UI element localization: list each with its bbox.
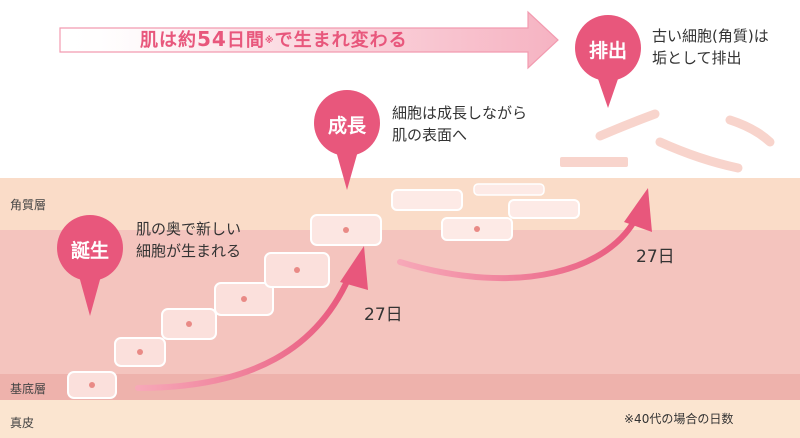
birth-desc-line2: 細胞が生まれる — [136, 242, 242, 260]
duration-second: 27日 — [636, 247, 675, 267]
headline-text-before: 肌は約 — [140, 30, 197, 51]
bubble-birth — [57, 215, 123, 316]
growth-label: 成長 — [327, 115, 366, 137]
growth-curve-2 — [397, 211, 641, 282]
growth-description: 細胞は成長しながら 肌の表面へ — [392, 102, 527, 146]
duration-first: 27日 — [364, 305, 403, 325]
birth-desc-line1: 肌の奥で新しい — [136, 220, 242, 238]
headline-text-after: で生まれ変わる — [274, 30, 408, 51]
layer-label-dermis: 真皮 — [10, 416, 35, 430]
footnote: ※40代の場合の日数 — [624, 412, 734, 426]
growth-desc-line1: 細胞は成長しながら — [392, 104, 528, 122]
cells — [67, 183, 580, 399]
cell-9 — [508, 199, 580, 219]
shedding-label: 排出 — [588, 40, 627, 62]
growth-desc-line2: 肌の表面へ — [392, 126, 468, 144]
shed-flakes — [560, 109, 775, 173]
birth-label: 誕生 — [70, 240, 109, 262]
headline-number: 54 — [197, 27, 227, 51]
headline-arrow — [59, 10, 559, 70]
growth-curve-1 — [135, 267, 355, 391]
bubble-shedding — [575, 15, 641, 108]
birth-description: 肌の奥で新しい 細胞が生まれる — [136, 218, 241, 262]
growth-curve-2-head — [624, 188, 652, 232]
cell-10 — [473, 183, 545, 196]
headline-mark: ※ — [264, 36, 275, 46]
layer-label-stratum-corneum: 角質層 — [10, 198, 47, 212]
dermis-band — [0, 400, 800, 438]
shedding-desc-line1: 古い細胞(角質)は — [652, 27, 769, 45]
bubble-growth — [314, 90, 380, 190]
basal-layer-band — [0, 374, 800, 400]
headline: 肌は約54日間※で生まれ変わる — [140, 26, 408, 52]
layer-label-basal: 基底層 — [10, 382, 47, 396]
growth-curve-1-head — [340, 246, 368, 290]
shedding-desc-line2: 垢として排出 — [652, 49, 742, 67]
cell-7 — [391, 189, 463, 211]
shedding-description: 古い細胞(角質)は 垢として排出 — [652, 25, 769, 69]
headline-text-mid: 日間 — [226, 30, 265, 51]
